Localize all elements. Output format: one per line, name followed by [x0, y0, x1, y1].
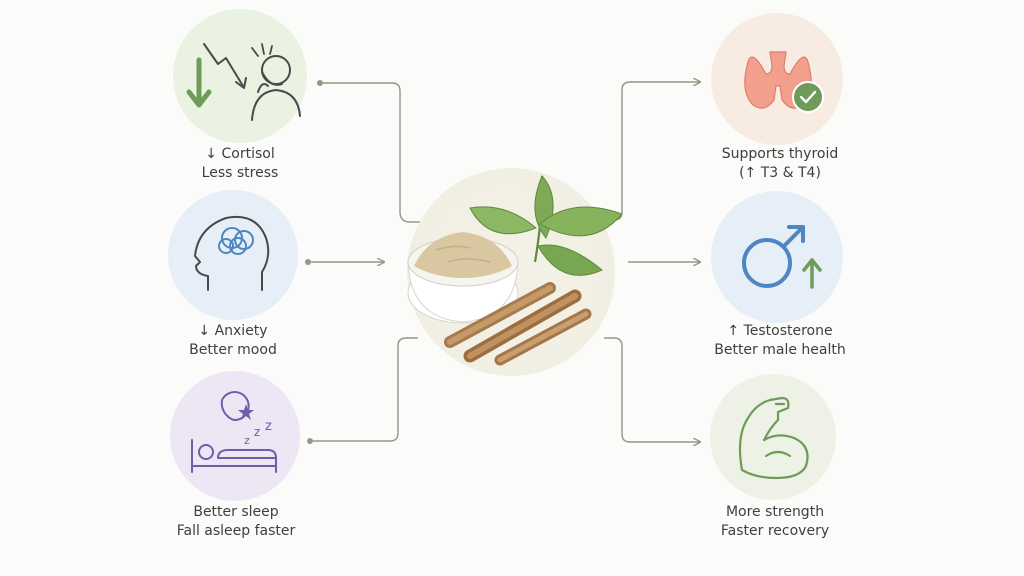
ashwagandha-powder-roots-icon — [407, 168, 623, 376]
benefit-thyroid — [711, 13, 843, 145]
svg-text:z: z — [254, 425, 260, 439]
strength-title: More strength — [725, 504, 825, 520]
testosterone-circle — [711, 191, 843, 323]
flexed-arm-icon — [738, 396, 809, 480]
benefit-cortisol — [173, 9, 307, 143]
svg-text:z: z — [265, 419, 272, 434]
cortisol-title: ↓ Cortisol — [205, 146, 275, 162]
connectors — [305, 80, 700, 444]
cortisol-subtitle: Less stress — [201, 165, 279, 181]
anxiety-circle — [168, 190, 298, 320]
anxiety-subtitle: Better mood — [189, 342, 277, 358]
connector-dot-anxiety — [305, 259, 311, 265]
thyroid-subtitle: (↑ T3 & T4) — [739, 165, 821, 181]
sleep-title: Better sleep — [193, 504, 279, 520]
connector-strength — [604, 337, 700, 442]
connector-cortisol — [323, 82, 420, 223]
testosterone-subtitle: Better male health — [714, 342, 846, 358]
connector-dot-sleep — [307, 438, 313, 444]
thyroid-title: Supports thyroid — [721, 146, 839, 162]
check-badge-icon — [792, 81, 824, 113]
testosterone-title: ↑ Testosterone — [727, 323, 833, 339]
cortisol-circle — [173, 9, 307, 143]
stress-down-icon — [186, 43, 301, 121]
sleep-bed-icon: z z z — [191, 391, 277, 473]
benefit-strength — [710, 374, 836, 500]
caption-thyroid: Supports thyroid (↑ T3 & T4) — [670, 145, 890, 183]
caption-anxiety: ↓ Anxiety Better mood — [123, 322, 343, 360]
benefit-sleep: z z z — [170, 371, 300, 501]
connector-dot-cortisol — [317, 80, 323, 86]
svg-text:z: z — [244, 434, 250, 447]
caption-sleep: Better sleep Fall asleep faster — [126, 503, 346, 541]
benefit-testosterone — [711, 191, 843, 323]
caption-strength: More strength Faster recovery — [665, 503, 885, 541]
brain-head-icon — [194, 216, 270, 291]
caption-testosterone: ↑ Testosterone Better male health — [670, 322, 890, 360]
strength-subtitle: Faster recovery — [720, 523, 830, 539]
thyroid-icon — [744, 51, 824, 113]
sleep-circle — [170, 371, 300, 501]
anxiety-title: ↓ Anxiety — [198, 323, 268, 339]
male-symbol-icon — [742, 225, 822, 289]
benefit-anxiety — [168, 190, 298, 320]
sleep-subtitle: Fall asleep faster — [176, 523, 296, 539]
connector-sleep — [313, 337, 418, 442]
caption-cortisol: ↓ Cortisol Less stress — [130, 145, 350, 183]
